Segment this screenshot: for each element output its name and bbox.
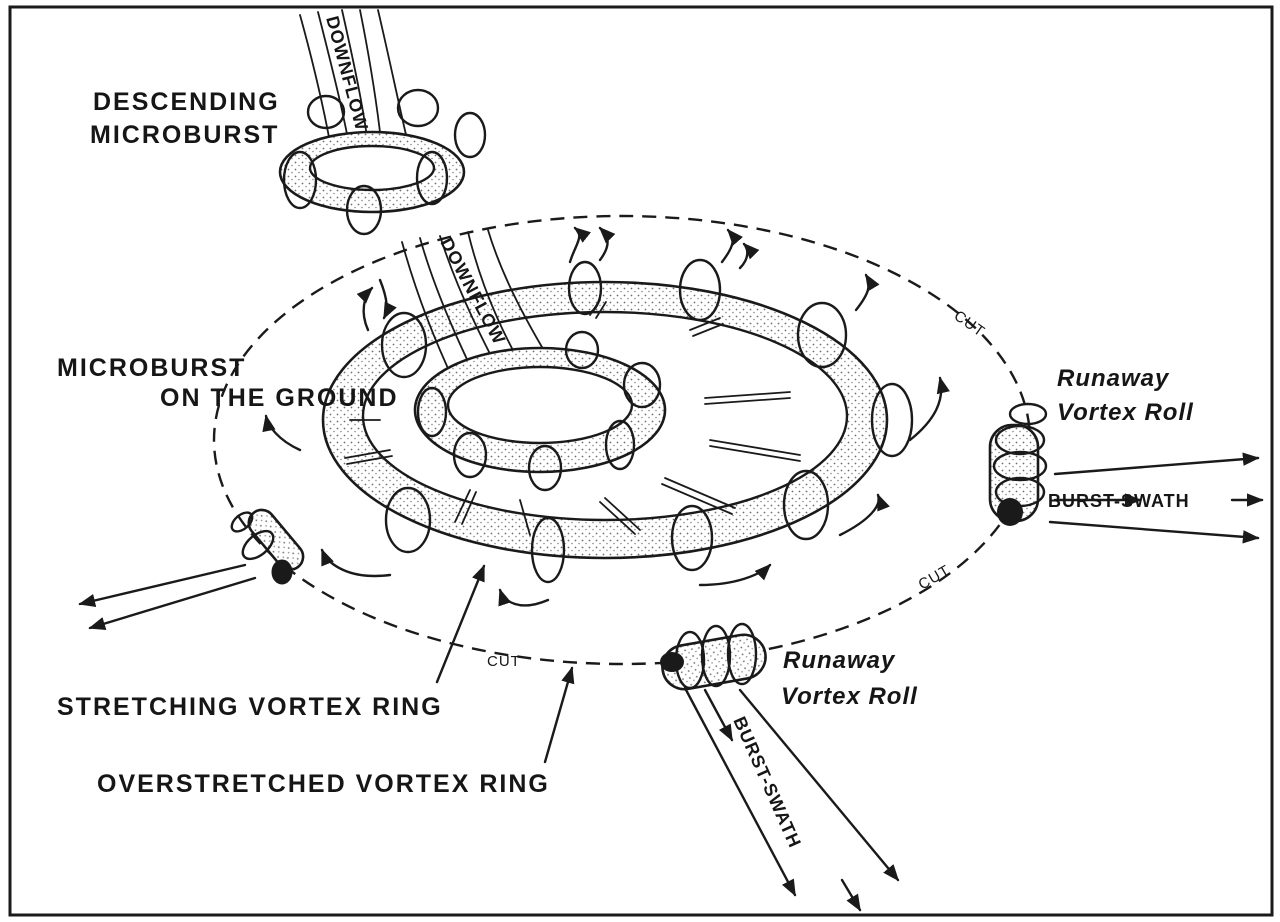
- outflow-streamlines: [344, 299, 801, 536]
- descending-microburst-label-1: DESCENDING: [93, 88, 280, 116]
- burst-swath-label-bottom: BURST-SWATH: [729, 713, 805, 851]
- microburst-on-ground: DOWNFLOW: [57, 226, 950, 607]
- descending-microburst-label-2: MICROBURST: [90, 121, 279, 149]
- descending-microburst: DOWNFLOW DESCENDING MICROBURST: [90, 9, 487, 236]
- burst-swath-label-right: BURST-SWATH: [1048, 491, 1190, 511]
- cut-label-3: CUT: [487, 653, 521, 670]
- microburst-ground-label-1: MICROBURST: [57, 354, 246, 382]
- stretching-ring-leader: [435, 564, 486, 684]
- rotation-arrows: [262, 226, 950, 607]
- runaway-vortex-roll-bottom: BURST-SWATH Runaway Vortex Roll: [660, 622, 918, 912]
- runaway-label-bottom-2: Vortex Roll: [781, 683, 918, 710]
- runaway-vortex-roll-right: BURST-SWATH Runaway Vortex Roll: [988, 365, 1264, 544]
- stretching-vortex-ring-label: STRETCHING VORTEX RING: [57, 693, 443, 721]
- runaway-label-bottom-1: Runaway: [783, 647, 896, 674]
- runaway-label-right-1: Runaway: [1057, 365, 1170, 392]
- overstretched-vortex-ring-label: OVERSTRETCHED VORTEX RING: [97, 770, 550, 798]
- figure-frame: [8, 5, 1274, 917]
- cut-label-2: CUT: [916, 562, 954, 594]
- microburst-ground-label-2: ON THE GROUND: [160, 384, 399, 412]
- descending-ring-rotation-loops: [282, 88, 487, 236]
- stretching-ring-rotation-loops: [380, 258, 914, 584]
- runaway-label-right-2: Vortex Roll: [1057, 399, 1194, 426]
- inner-ring-rotation-loops: [416, 330, 662, 492]
- runaway-vortex-roll-left: [78, 508, 305, 631]
- overstretched-ring-leader: [543, 666, 575, 764]
